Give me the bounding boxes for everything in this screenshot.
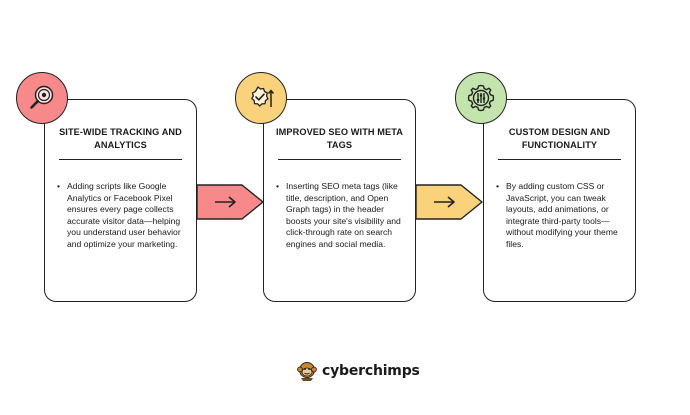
card-title: SITE-WIDE TRACKING AND ANALYTICS [59,127,182,150]
card-text: By adding custom CSS or JavaScript, you … [506,181,618,249]
card-text: Inserting SEO meta tags (like title, des… [286,181,401,249]
settings-sliders-icon [455,72,507,124]
connector-arrow-2 [415,184,483,220]
bullet-icon: • [276,181,280,191]
seo-badge-growth-icon [235,72,287,124]
card-site-wide-tracking: SITE-WIDE TRACKING AND ANALYTICS • Addin… [44,99,197,302]
card-divider [498,159,621,160]
card-divider [278,159,401,160]
bullet-icon: • [57,181,61,191]
card-title: IMPROVED SEO WITH META TAGS [275,127,404,150]
card-body: • By adding custom CSS or JavaScript, yo… [496,181,625,251]
analytics-magnifier-icon [16,72,68,124]
bullet-icon: • [496,181,500,191]
card-title: CUSTOM DESIGN AND FUNCTIONALITY [508,127,611,150]
card-body: • Adding scripts like Google Analytics o… [57,181,186,251]
card-custom-design: CUSTOM DESIGN AND FUNCTIONALITY • By add… [483,99,636,302]
card-text: Adding scripts like Google Analytics or … [67,181,181,249]
cyberchimps-logo: cyberchimps [296,360,420,382]
logo-text: cyberchimps [322,363,420,379]
card-body: • Inserting SEO meta tags (like title, d… [276,181,405,251]
chimp-mascot-icon [297,362,317,381]
connector-arrow-1 [196,184,264,220]
card-improved-seo: IMPROVED SEO WITH META TAGS • Inserting … [263,99,416,302]
card-divider [59,159,182,160]
